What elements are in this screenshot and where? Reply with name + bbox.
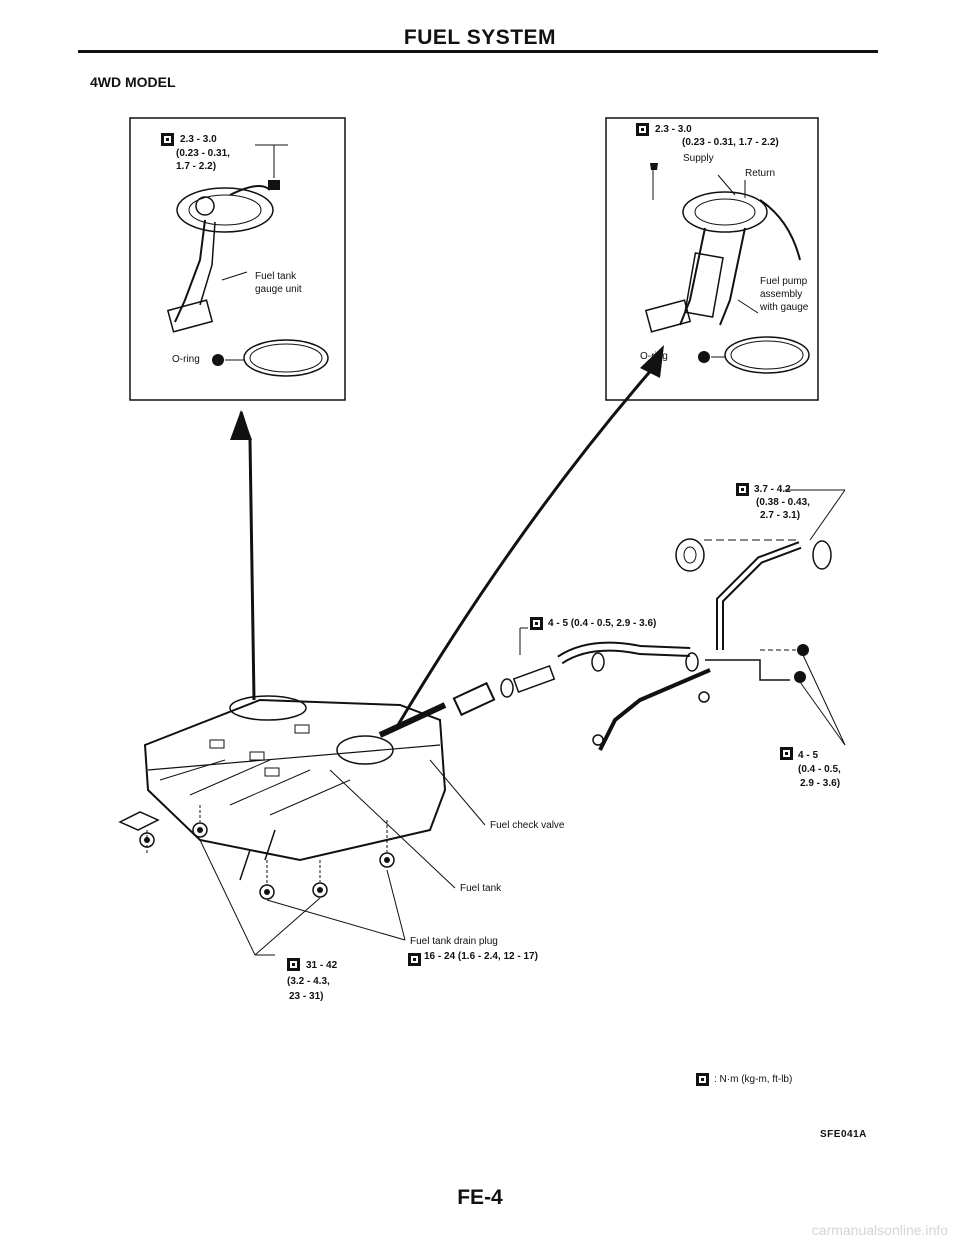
filler-hose-assembly xyxy=(452,538,832,751)
right-inset-oring-label: O-ring xyxy=(640,351,668,362)
right-inset-supply-label: Supply xyxy=(683,153,714,164)
fuel-check-valve-label: Fuel check valve xyxy=(490,820,565,831)
filler-torque-alt2: 2.7 - 3.1) xyxy=(760,510,801,521)
fuel-tank-drawing xyxy=(143,695,447,881)
mount-torque-alt1: (3.2 - 4.3, xyxy=(287,976,330,987)
left-inset-torque: 2.3 - 3.0 xyxy=(180,134,217,145)
hose-clamp-torque-label: 4 - 5 (0.4 - 0.5, 2.9 - 3.6) xyxy=(548,618,657,629)
mount-torque-alt2: 23 - 31) xyxy=(289,991,324,1002)
mount-torque-icon xyxy=(287,958,300,971)
hose-clamp-torque-icon xyxy=(530,617,543,630)
right-inset-torque-alt: (0.23 - 0.31, 1.7 - 2.2) xyxy=(682,137,779,148)
watermark-text: carmanualsonline.info xyxy=(811,1222,948,1238)
header-rule xyxy=(78,50,878,53)
filler-torque-label: 3.7 - 4.2 xyxy=(754,484,791,495)
left-inset-torque-alt1: (0.23 - 0.31, xyxy=(176,148,230,159)
left-inset-torque-alt2: 1.7 - 2.2) xyxy=(176,161,217,172)
page-number: FE-4 xyxy=(457,1186,503,1209)
mount-torque-label: 31 - 42 xyxy=(306,960,338,971)
filler-torque-alt1: (0.38 - 0.43, xyxy=(756,497,810,508)
leader-lines xyxy=(199,489,846,956)
left-inset-box xyxy=(129,117,346,401)
filler-torque-icon xyxy=(736,483,749,496)
drain-plug-torque-label: 16 - 24 (1.6 - 2.4, 12 - 17) xyxy=(424,951,538,962)
right-inset-part-label-1: Fuel pump xyxy=(760,276,808,287)
right-inset-part-label-3: with gauge xyxy=(760,302,809,313)
connector-arrows xyxy=(230,345,664,731)
left-inset-part-label-1: Fuel tank xyxy=(255,271,297,282)
bracket-torque-alt1: (0.4 - 0.5, xyxy=(798,764,841,775)
right-inset-part-label-2: assembly xyxy=(760,289,803,300)
drain-plug-label: Fuel tank drain plug xyxy=(410,936,498,947)
fuel-tank-label: Fuel tank xyxy=(460,883,502,894)
drain-torque-icon xyxy=(408,953,421,966)
torque-unit-legend: : N·m (kg-m, ft-lb) xyxy=(714,1074,793,1085)
right-inset-box xyxy=(605,117,819,401)
mount-bolts xyxy=(118,805,395,900)
left-inset-part-label-2: gauge unit xyxy=(255,284,302,295)
page-header-title: FUEL SYSTEM xyxy=(403,26,557,49)
legend-torque-icon xyxy=(696,1073,709,1086)
left-inset-oring-label: O-ring xyxy=(172,354,200,365)
section-label: 4WD MODEL xyxy=(90,74,176,90)
right-inset-torque: 2.3 - 3.0 xyxy=(655,124,692,135)
bracket-torque-icon xyxy=(780,747,793,760)
right-inset-return-label: Return xyxy=(745,168,776,179)
figure-code: SFE041A xyxy=(820,1129,867,1140)
bracket-torque-label: 4 - 5 xyxy=(798,750,819,761)
bracket-torque-alt2: 2.9 - 3.6) xyxy=(800,778,841,789)
